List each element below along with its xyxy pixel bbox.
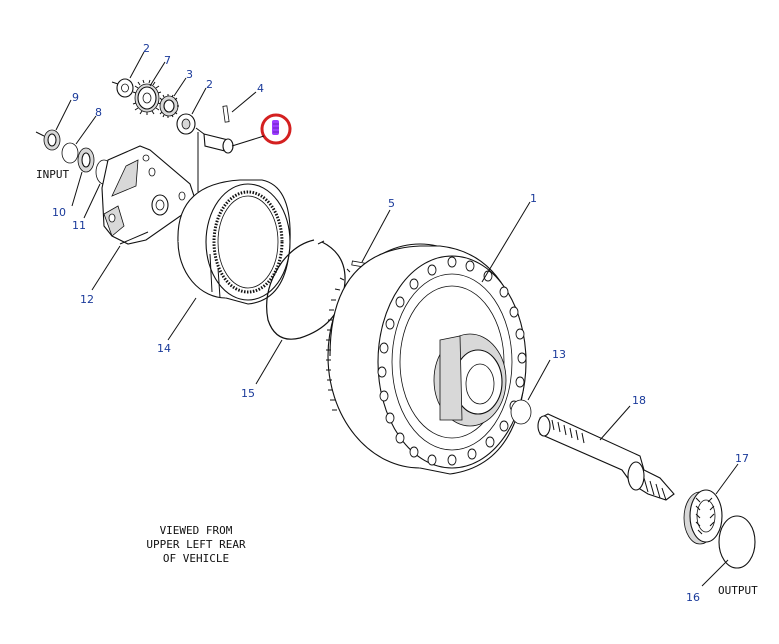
- leader-highlight: [231, 135, 265, 147]
- part-7-gear[interactable]: [132, 79, 162, 115]
- callout-5[interactable]: 5: [388, 197, 395, 210]
- callout-15[interactable]: 15: [241, 387, 255, 400]
- part-14-ring-gear[interactable]: [177, 179, 291, 305]
- part-13-o-ring[interactable]: [510, 399, 532, 425]
- callout-8[interactable]: 8: [95, 106, 102, 119]
- output-label: OUTPUT: [718, 584, 758, 597]
- part-9-seal[interactable]: [35, 129, 61, 151]
- callout-18[interactable]: 18: [632, 394, 646, 407]
- callout-4[interactable]: 4: [257, 82, 264, 95]
- callout-16[interactable]: 16: [686, 591, 700, 604]
- part-3-needle-bearing[interactable]: [159, 94, 179, 118]
- callout-7[interactable]: 7: [164, 54, 171, 67]
- callout-10[interactable]: 10: [52, 206, 66, 219]
- part-planet-shaft[interactable]: [195, 127, 234, 192]
- part-15-snap-ring[interactable]: [266, 239, 346, 340]
- callout-17[interactable]: 17: [735, 452, 749, 465]
- callout-11[interactable]: 11: [72, 219, 86, 232]
- part-16-cover[interactable]: [718, 515, 756, 569]
- callout-13[interactable]: 13: [552, 348, 566, 361]
- part-18-output-shaft[interactable]: [537, 413, 675, 501]
- part-2-washer-top[interactable]: [111, 78, 134, 98]
- callout-1[interactable]: 1: [530, 192, 537, 205]
- part-1-final-drive-housing[interactable]: [326, 243, 527, 475]
- callout-2-top[interactable]: 2: [143, 42, 150, 55]
- view-note-line-3: OF VEHICLE: [163, 552, 229, 565]
- part-4-roll-pin[interactable]: [222, 105, 230, 123]
- input-label: INPUT: [36, 168, 69, 181]
- callout-14[interactable]: 14: [157, 342, 171, 355]
- part-8-o-ring[interactable]: [61, 142, 79, 164]
- part-12-planet-carrier[interactable]: [101, 145, 195, 245]
- highlighted-part[interactable]: [260, 113, 292, 145]
- view-note-line-1: VIEWED FROM: [160, 524, 233, 537]
- part-10-seal[interactable]: [77, 147, 95, 173]
- view-note-line-2: UPPER LEFT REAR: [146, 538, 246, 551]
- callout-2-second[interactable]: 2: [206, 78, 213, 91]
- callout-12[interactable]: 12: [80, 293, 94, 306]
- leader-lines: [55, 51, 739, 587]
- part-2-washer-second[interactable]: [176, 113, 196, 135]
- callout-9[interactable]: 9: [72, 91, 79, 104]
- callout-3[interactable]: 3: [186, 68, 193, 81]
- part-17-bearing[interactable]: [683, 489, 723, 545]
